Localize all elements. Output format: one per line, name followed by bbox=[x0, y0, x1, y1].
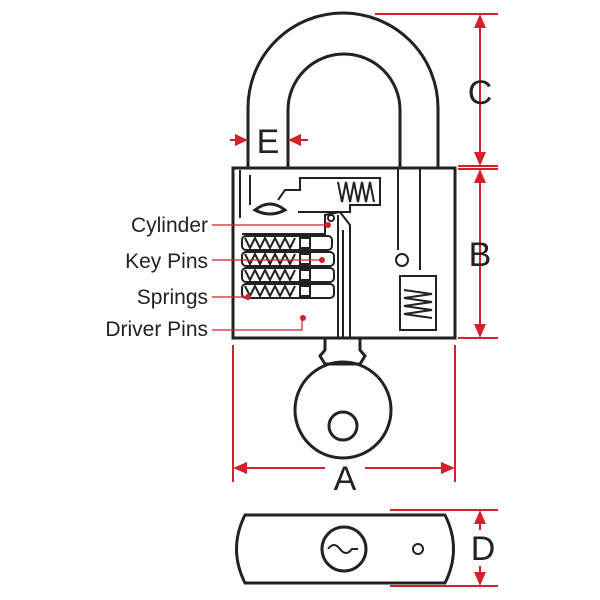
dimension-e: E bbox=[230, 123, 308, 161]
dimension-b: B bbox=[458, 168, 498, 339]
key bbox=[293, 338, 393, 460]
dimension-c-label: C bbox=[468, 74, 493, 112]
dimension-a: A bbox=[232, 345, 456, 498]
dimension-b-label: B bbox=[469, 236, 492, 274]
label-driver-pins-text: Driver Pins bbox=[105, 318, 208, 341]
label-key-pins: Key Pins bbox=[125, 250, 325, 273]
dimension-e-label: E bbox=[257, 123, 280, 161]
label-springs: Springs bbox=[137, 286, 251, 309]
label-driver-pins: Driver Pins bbox=[105, 315, 306, 341]
label-springs-text: Springs bbox=[137, 286, 208, 309]
dimension-a-label: A bbox=[334, 460, 357, 498]
lock-body bbox=[231, 166, 457, 340]
label-cylinder-text: Cylinder bbox=[131, 214, 208, 237]
label-cylinder: Cylinder bbox=[131, 214, 331, 237]
dimension-d-label: D bbox=[471, 530, 496, 568]
dimension-d: D bbox=[390, 509, 498, 587]
dimension-c: C bbox=[375, 13, 498, 167]
lock-top-view bbox=[235, 513, 455, 585]
label-key-pins-text: Key Pins bbox=[125, 250, 208, 273]
pin-stacks bbox=[241, 235, 335, 299]
shackle bbox=[246, 11, 440, 168]
